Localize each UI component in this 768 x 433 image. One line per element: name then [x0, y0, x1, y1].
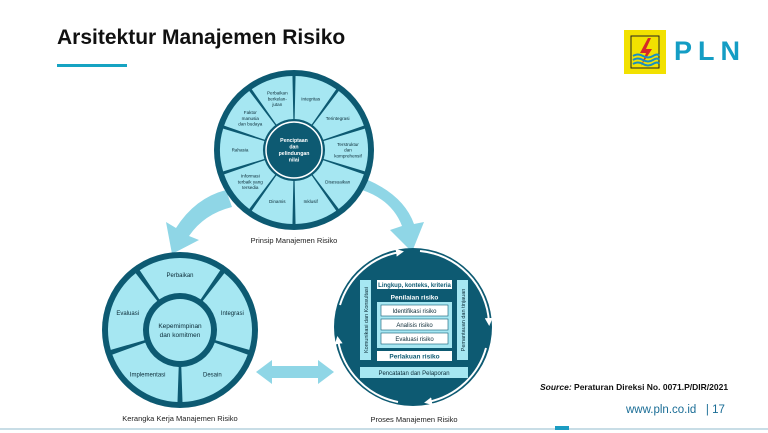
step-box-identifikasi: [380, 304, 449, 317]
proses-caption: Proses Manajemen Risiko: [370, 415, 457, 424]
prinsip-segment-label: dan: [344, 148, 352, 153]
recording-bar: [360, 367, 468, 378]
prinsip-center-label: Penciptaan: [280, 138, 308, 144]
proses-wheel: Komunikasi dan Konsultasi Pemantauan dan…: [334, 248, 493, 406]
prinsip-caption: Prinsip Manajemen Risiko: [251, 236, 338, 245]
step-box-analisis: [380, 318, 449, 331]
bottom-rule-accent: [555, 426, 569, 430]
prinsip-center-label: nilai: [289, 157, 300, 163]
prinsip-segment: [294, 175, 337, 224]
prinsip-segment: [312, 91, 364, 140]
communication-bar: [360, 280, 371, 360]
kerangka-segment: [139, 258, 221, 300]
proses-cycle-arrows: [334, 248, 493, 406]
prinsip-segment-label: komprehensif: [334, 153, 362, 158]
kerangka-segment: [112, 342, 179, 402]
prinsip-segment-label: manusia: [242, 116, 260, 121]
pln-logo-icon: [624, 30, 666, 74]
prinsip-segment-label: terbaik yang: [238, 179, 263, 184]
prinsip-segment-label: tersedia: [242, 185, 259, 190]
prinsip-segment: [224, 91, 276, 140]
kerangka-segment-label: Perbaikan: [166, 273, 193, 279]
prinsip-segment-label: Perbaikan: [267, 90, 288, 95]
assessment-label: Penilaian risiko: [391, 295, 439, 302]
arrow-prinsip-to-kerangka: [166, 190, 232, 254]
prinsip-center-label: pelindungan: [279, 151, 310, 157]
prinsip-segment-label: Inklusif: [304, 199, 319, 204]
page-number: 17: [712, 404, 725, 416]
kerangka-segment-label: Evaluasi: [116, 311, 139, 317]
kerangka-segment: [181, 342, 248, 402]
prinsip-segment: [323, 128, 368, 172]
prinsip-segment-label: dan budaya: [238, 122, 262, 127]
title-underline: [57, 64, 127, 67]
footer-separator: |: [705, 404, 709, 416]
prinsip-center-label: dan: [289, 145, 298, 151]
prinsip-segment: [251, 175, 294, 224]
source-text: Peraturan Direksi No. 0071.P/DIR/2021: [574, 382, 729, 392]
recording-bar-label: Pencatatan dan Pelaporan: [378, 371, 449, 377]
prinsip-segment-label: Integritas: [301, 96, 321, 101]
prinsip-segment: [220, 128, 265, 172]
step-label-evaluasi: Evaluasi risiko: [395, 337, 434, 343]
kerangka-caption: Kerangka Kerja Manajemen Risiko: [122, 414, 237, 423]
arrow-prinsip-to-proses: [362, 180, 424, 252]
monitoring-bar-label: Pemantauan dan tinjauan: [461, 289, 467, 352]
kerangka-segment-label: Desain: [203, 373, 222, 379]
prinsip-segment: [312, 160, 364, 209]
prinsip-segment-label: Terstruktur: [337, 142, 359, 147]
prinsip-segment-label: Terintegrasi: [326, 116, 350, 121]
source-label: Source:: [540, 382, 572, 392]
kerangka-center-line2: dan komitmen: [160, 332, 201, 339]
prinsip-wheel: IntegritasTerintegrasiTerstrukturdankomp…: [214, 70, 374, 230]
source-note: Source: Peraturan Direksi No. 0071.P/DIR…: [540, 382, 728, 392]
scope-label: Lingkup, konteks, kriteria: [378, 283, 451, 289]
prinsip-segment-label: Faktor: [244, 110, 257, 115]
prinsip-segment: [224, 160, 276, 209]
pln-logo-text: PLN: [674, 36, 746, 66]
kerangka-center-line1: Kepemimpinan: [158, 323, 202, 330]
kerangka-segment-label: Implementasi: [130, 373, 166, 379]
monitoring-bar: [457, 280, 468, 360]
kerangka-segment: [108, 273, 158, 350]
step-box-evaluasi: [380, 332, 449, 345]
footer-url[interactable]: www.pln.co.id: [626, 404, 697, 416]
step-label-analisis: Analisis risiko: [396, 323, 433, 329]
pln-logo: PLN: [624, 30, 744, 74]
prinsip-segment: [251, 76, 294, 125]
kerangka-segment-label: Integrasi: [221, 311, 244, 317]
scope-box: [377, 280, 452, 289]
communication-bar-label: Komunikasi dan Konsultasi: [364, 287, 370, 353]
prinsip-segment-label: Informasi: [241, 174, 260, 179]
treatment-label: Perlakuan risiko: [389, 354, 439, 361]
assessment-header: [377, 292, 452, 302]
slide-title: Arsitektur Manajemen Risiko: [57, 26, 346, 49]
prinsip-segment-label: Rahasia: [232, 148, 249, 153]
footer: www.pln.co.id | 17: [626, 404, 725, 416]
arrow-proses-kerangka: [256, 360, 334, 384]
prinsip-segment: [294, 76, 337, 125]
prinsip-segment-label: Dinamis: [269, 199, 286, 204]
treatment-box: [377, 351, 452, 361]
bottom-rule: [0, 428, 768, 430]
step-label-identifikasi: Identifikasi risiko: [392, 309, 437, 315]
prinsip-segment-label: berkelan-: [268, 96, 288, 101]
prinsip-segment-label: jutan: [271, 102, 282, 107]
prinsip-segment-label: Disesuaikan: [325, 179, 350, 184]
kerangka-segment: [202, 273, 253, 350]
